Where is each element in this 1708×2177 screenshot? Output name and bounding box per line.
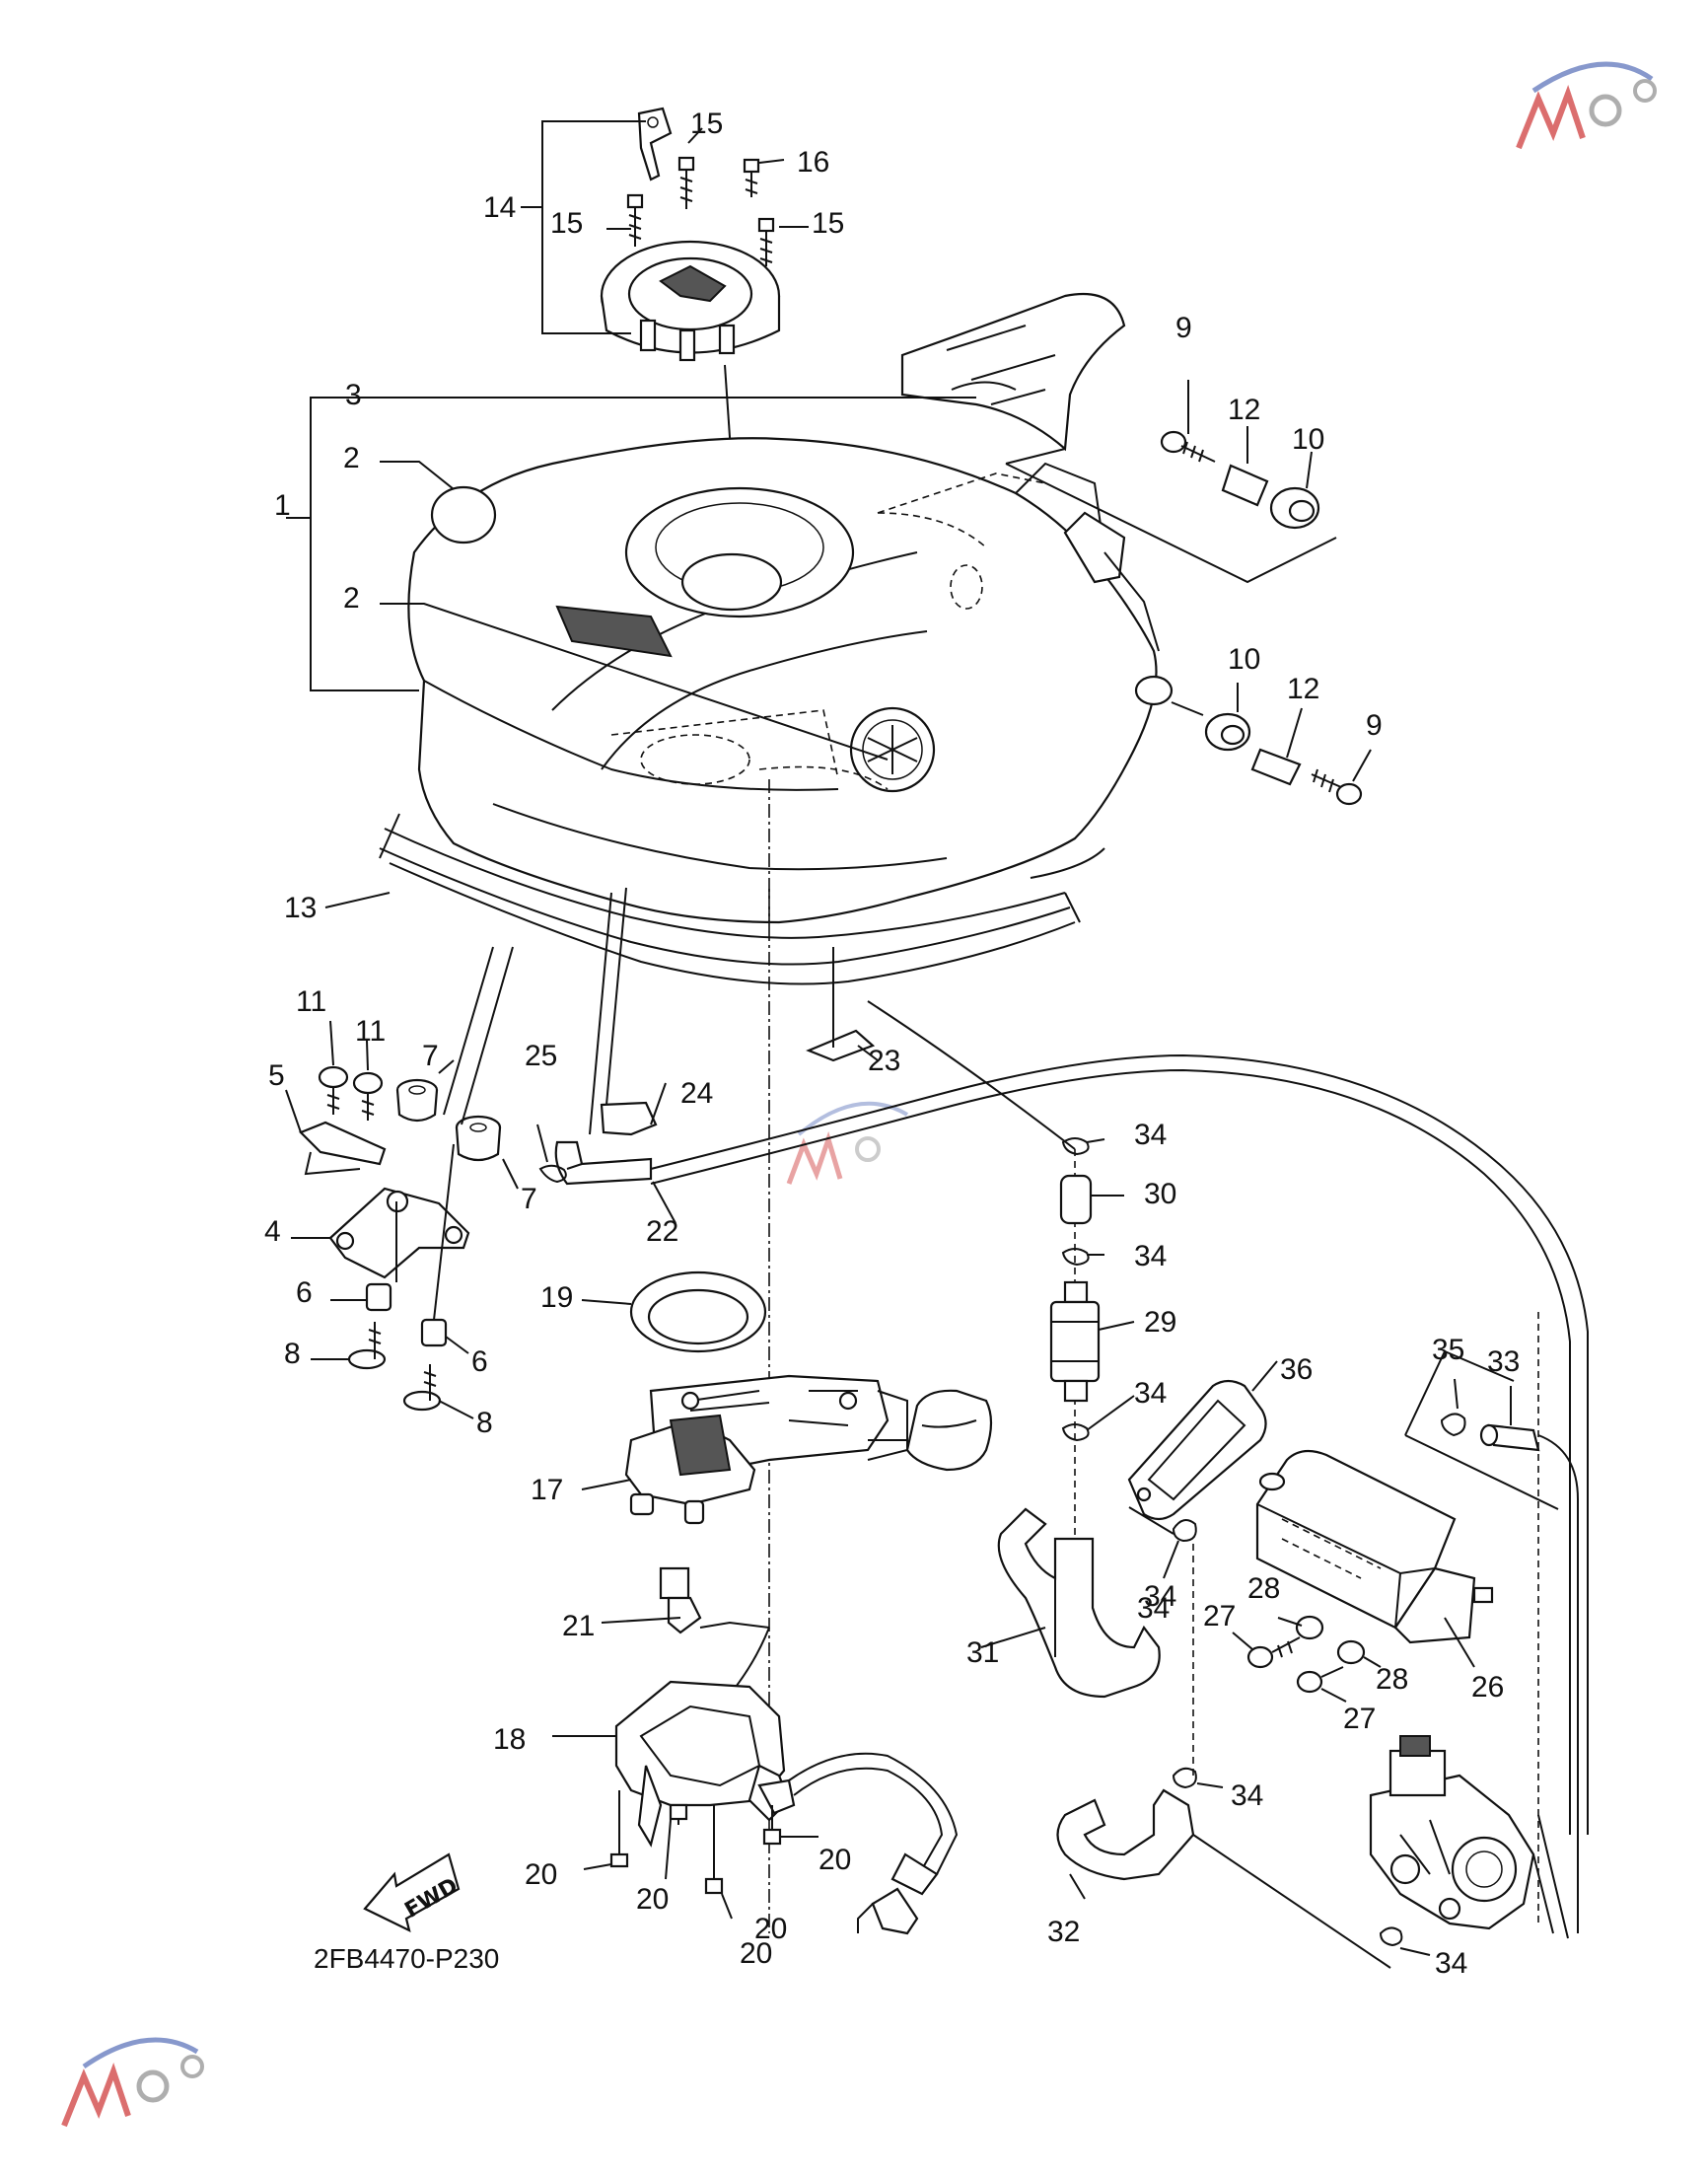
callout-15: 15 [690,108,723,140]
charcoal-canister [1232,1349,1579,1933]
tank-drain-hoses [536,887,1589,1835]
callout-4: 4 [264,1215,281,1248]
callout-34: 34 [1231,1779,1263,1812]
leader-lines-upper [286,397,976,908]
callout-16: 16 [797,146,829,179]
callout-34: 34 [1144,1580,1176,1613]
tuning-fork-emblem-icon [849,706,936,793]
callout-10: 10 [1228,643,1260,676]
callout-25: 25 [525,1040,557,1072]
callout-15: 15 [812,207,844,240]
callout-8: 8 [476,1407,493,1439]
callout-26: 26 [1471,1671,1504,1704]
bolt-icon [669,1803,688,1825]
callout-20: 20 [636,1883,669,1916]
callout-34: 34 [1134,1377,1167,1410]
watermark-logo-bottom-left [61,2037,204,2128]
callout-2: 2 [343,442,360,474]
callout-29: 29 [1144,1306,1176,1339]
callout-24: 24 [680,1077,713,1110]
callout-23: 23 [868,1045,900,1077]
hose-32 [1056,1544,1431,1969]
callout-5: 5 [268,1059,285,1092]
bolt-icon [609,1790,629,1868]
fuel-filter-line [867,1000,1135,1539]
callout-9: 9 [1175,312,1192,344]
callout-21: 21 [562,1610,595,1642]
screw-icon [743,158,760,197]
callout-14: 14 [483,191,516,224]
tank-pad [900,292,1126,452]
callout-32: 32 [1047,1916,1080,1948]
mount-side [1171,683,1372,806]
callout-13: 13 [284,892,317,924]
callout-34: 34 [1134,1119,1167,1151]
fuel-cap-assembly [521,107,809,553]
callout-33: 33 [1487,1345,1520,1378]
throttle-body [1369,1312,1569,1939]
screw-icon [677,156,695,209]
fuel-tank [379,437,1174,985]
forward-arrow-icon: FWD [363,1852,463,1933]
grommet-icon [395,1078,439,1123]
callout-2: 2 [343,582,360,615]
callout-20: 20 [754,1913,787,1945]
callout-20: 20 [740,1937,772,1970]
callout-12: 12 [1287,673,1319,705]
callout-36: 36 [1280,1353,1313,1386]
callout-30: 30 [1144,1178,1176,1210]
callout-12: 12 [1228,394,1260,426]
callout-20: 20 [525,1858,557,1891]
grommet-icon [455,1115,502,1162]
callout-11: 11 [296,985,326,1018]
watermark-logo-middle [786,1101,909,1185]
watermark-logo-top-right [1516,61,1657,150]
screw-icon [626,193,644,247]
bolt-icon [347,1322,387,1370]
bolt-icon [352,1071,384,1121]
callout-7: 7 [521,1183,537,1215]
bolt-icon [318,1065,349,1115]
callout-34: 34 [1137,1592,1170,1625]
callout-8: 8 [284,1338,301,1370]
callout-28: 28 [1247,1572,1280,1605]
callout-7: 7 [422,1040,439,1072]
callout-27: 27 [1343,1703,1376,1735]
bolt-icon [1296,1666,1344,1694]
callout-18: 18 [493,1723,526,1756]
callout-10: 10 [1292,423,1324,456]
callout-22: 22 [646,1215,678,1248]
callout-20: 20 [818,1844,851,1876]
callout-6: 6 [471,1345,488,1378]
screw-icon [757,217,775,266]
tank-bracket-left [285,946,519,1419]
callout-34: 34 [1134,1240,1167,1272]
gasket-36 [1127,1360,1278,1579]
hose-31 [980,1507,1161,1699]
mount-upper [1005,380,1337,584]
callout-19: 19 [540,1281,573,1314]
callout-31: 31 [966,1636,999,1669]
callout-3: 3 [345,379,362,411]
bolt-icon [1246,1636,1301,1669]
fuel-pump-assembly [552,1270,993,1935]
callout-11: 11 [355,1015,386,1048]
callout-34: 34 [1435,1947,1467,1980]
callout-6: 6 [296,1276,313,1309]
callout-15: 15 [550,207,583,240]
bolt-icon [704,1805,724,1895]
callout-27: 27 [1203,1600,1236,1633]
diagram-code: 2FB4470-P230 [314,1943,499,1974]
callout-1: 1 [274,489,291,522]
callout-9: 9 [1366,709,1383,742]
callout-35: 35 [1432,1334,1464,1366]
callout-17: 17 [531,1474,563,1506]
bolt-icon [402,1364,442,1412]
callout-28: 28 [1376,1663,1408,1696]
